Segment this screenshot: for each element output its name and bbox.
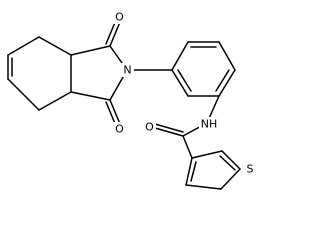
atom-nh-amide: NH (199, 117, 219, 131)
cyclohexene-ring (7, 36, 72, 111)
svg-text:O: O (145, 121, 154, 134)
svg-text:S: S (247, 163, 254, 176)
atom-o-bottom: O (113, 122, 126, 136)
atom-s-thiophene: S (244, 162, 256, 176)
thiophene-ring (185, 150, 241, 190)
svg-text:NH: NH (201, 118, 218, 131)
svg-text:N: N (123, 64, 131, 77)
imide-ring (70, 19, 128, 127)
svg-text:O: O (115, 11, 124, 24)
svg-text:O: O (115, 123, 124, 136)
molecule-structure: O O N NH O S (7, 10, 256, 190)
atom-o-amide: O (143, 120, 156, 134)
amide-group (154, 122, 208, 159)
benzene-ring (171, 41, 236, 97)
atom-o-top: O (113, 10, 126, 24)
atom-n-imide: N (121, 63, 134, 77)
